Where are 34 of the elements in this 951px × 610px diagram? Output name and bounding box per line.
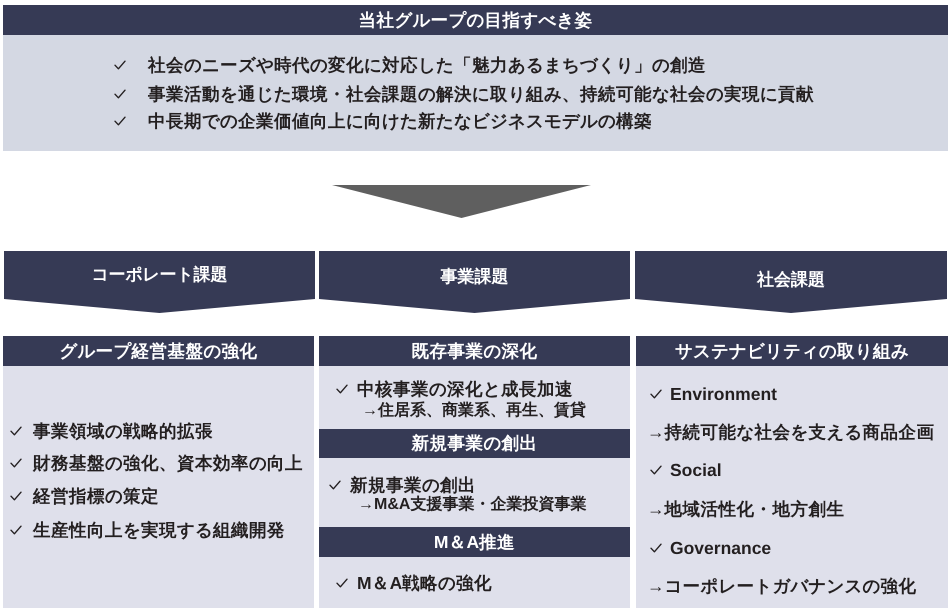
list-item: 中核事業の深化と成長加速	[357, 378, 573, 400]
banner-label: コーポレート課題	[90, 264, 228, 286]
panel-heading: M＆A推進	[319, 527, 630, 557]
detail-line: →コーポレートガバナンスの強化	[647, 574, 916, 598]
panel-heading: グループ経営基盤の強化	[3, 336, 314, 366]
panel	[319, 336, 630, 429]
list-item: 新規事業の創出	[350, 474, 476, 496]
detail-line: →持続可能な社会を支える商品企画	[647, 420, 934, 444]
banner-label: 社会課題	[756, 268, 826, 291]
panel	[319, 527, 630, 608]
list-item: 社会のニーズや時代の変化に対応した「魅力あるまちづくり」の創造	[148, 54, 706, 76]
panel-heading: 当社グループの目指すべき姿	[3, 5, 948, 35]
list-item: 経営指標の策定	[33, 484, 159, 508]
list-item: 事業活動を通じた環境・社会課題の解決に取り組み、持続可能な社会の実現に貢献	[148, 82, 814, 106]
detail-line: →M&A支援事業・企業投資事業	[358, 494, 586, 515]
list-item: Governance	[670, 536, 772, 560]
list-item: 財務基盤の強化、資本効率の向上	[33, 452, 303, 474]
banner-label: 事業課題	[440, 266, 510, 288]
list-item: 中長期での企業価値向上に向けた新たなビジネスモデルの構築	[148, 110, 652, 132]
list-item: Environment	[670, 382, 777, 406]
detail-line: →住居系、商業系、再生、賃貸	[362, 400, 586, 421]
list-item: Social	[670, 458, 722, 482]
detail-line: →地域活性化・地方創生	[647, 498, 844, 520]
panel	[3, 5, 948, 151]
panel	[319, 429, 630, 527]
panel	[3, 336, 314, 608]
panel	[636, 336, 948, 608]
chevron-arrow	[332, 184, 590, 218]
list-item: 事業領域の戦略的拡張	[33, 420, 213, 442]
panel-heading: 既存事業の深化	[319, 336, 630, 366]
panel-heading: サステナビリティの取り組み	[636, 336, 948, 366]
list-item: 生産性向上を実現する組織開発	[33, 518, 285, 542]
panel-heading: 新規事業の創出	[319, 429, 630, 458]
list-item: M＆A戦略の強化	[357, 572, 492, 594]
